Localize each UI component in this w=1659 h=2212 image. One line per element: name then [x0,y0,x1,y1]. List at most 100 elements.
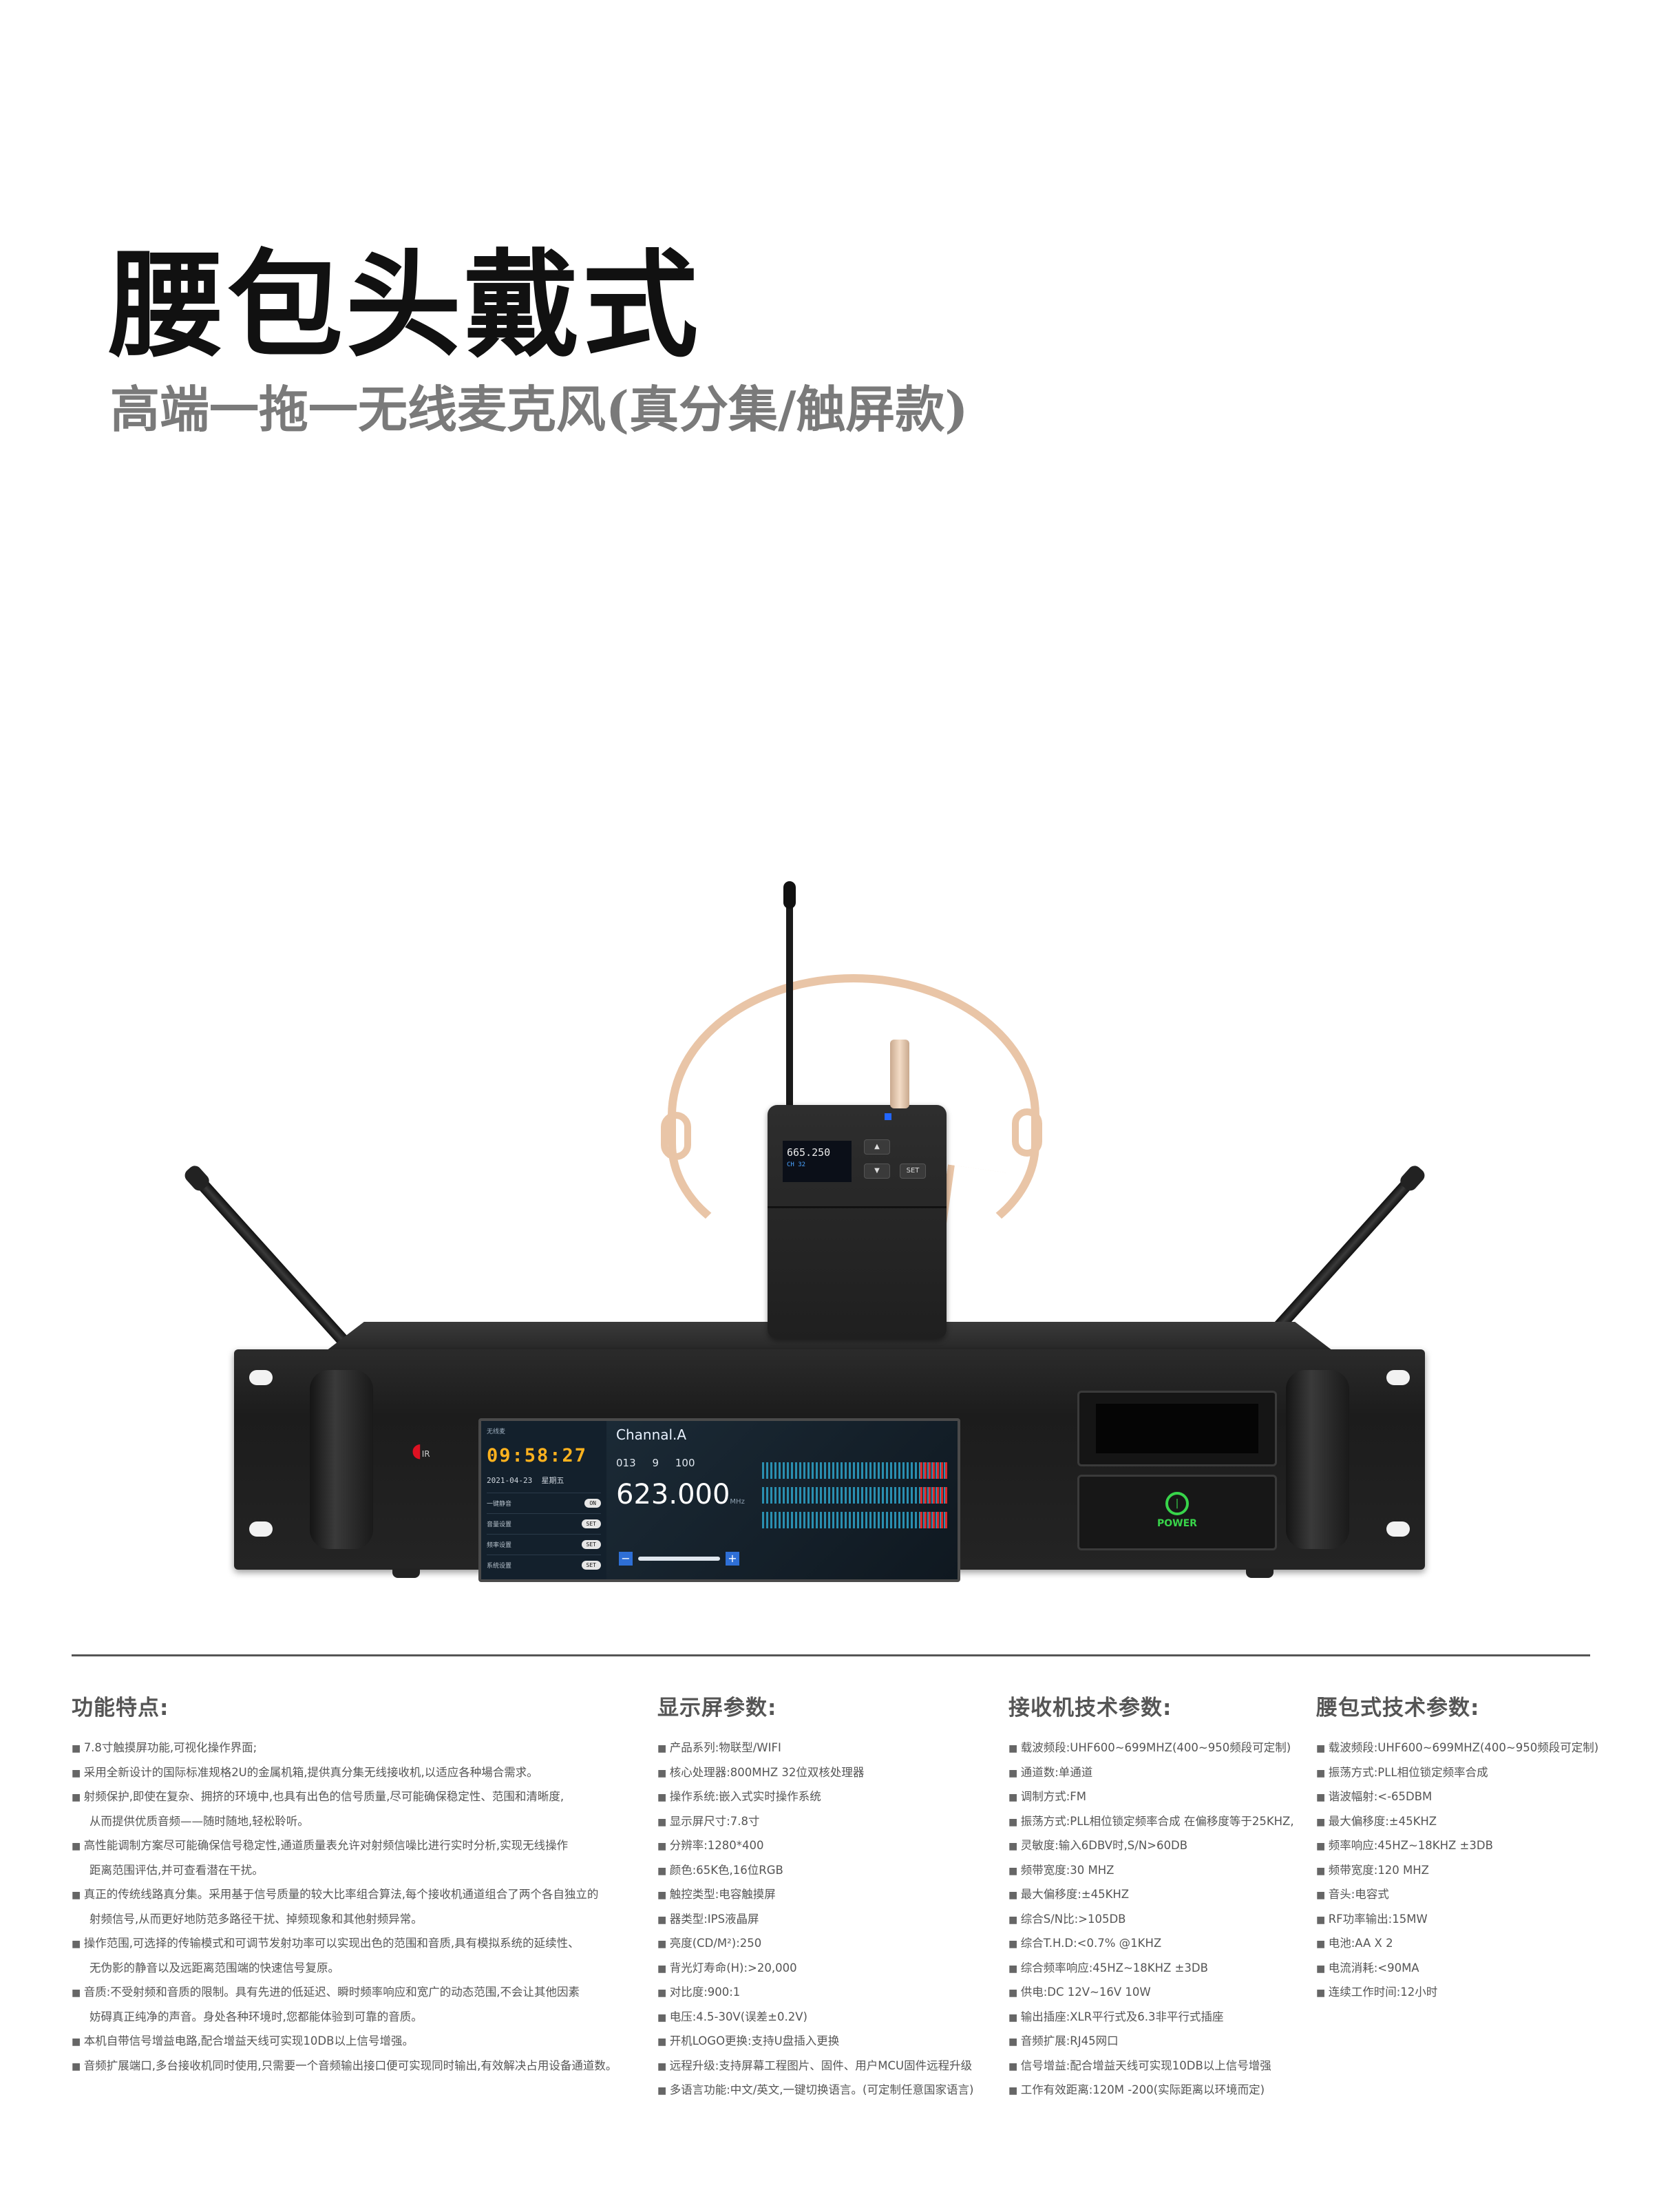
spec-item: 灵敏度:输入6DBV时,S/N>60DB [1008,1834,1294,1859]
bodypack-lcd: 665.250 CH 32 [783,1141,852,1182]
screen-clock: 09:58:27 [487,1445,588,1466]
mount-hole [1386,1370,1410,1385]
spec-item: 输出插座:XLR平行式及6.3非平行式插座 [1008,2005,1294,2030]
spec-item: 音质:不受射频和音质的限制。具有先进的低延迟、瞬时频率响应和宽广的动态范围,不会… [72,1981,617,2005]
set-button[interactable]: SET [900,1163,926,1179]
spec-item: 供电:DC 12V~16V 10W [1008,1981,1294,2005]
mount-hole [1386,1521,1410,1537]
spec-item: 触控类型:电容触摸屏 [657,1883,973,1908]
section-divider [72,1654,1590,1656]
spec-item: 电压:4.5-30V(误差±0.2V) [657,2005,973,2030]
spec-item: 亮度(CD/M²):250 [657,1932,973,1957]
spec-item: RF功率输出:15MW [1316,1908,1598,1932]
right-handle [1286,1370,1349,1549]
spec-item: 产品系列:物联型/WIFI [657,1736,973,1761]
spec-item: 音频扩展端口,多台接收机同时使用,只需要一个音频输出接口便可实现同时输出,有效解… [72,2054,617,2079]
frequency-readout: 623.000MHz [616,1479,745,1510]
spec-item: 振荡方式:PLL相位锁定频率合成 在偏移度等于25KHZ, [1008,1810,1294,1835]
bodypack-specs-section: 腰包式技术参数: 载波频段:UHF600~699MHZ(400~950频段可定制)… [1316,1690,1598,2005]
spec-item: 远程升级:支持屏幕工程图片、固件、用户MCU固件远程升级 [657,2054,973,2079]
spec-item: 妨碍真正纯净的声音。身处各种环境时,您都能体验到可靠的音质。 [89,2010,423,2023]
mic-connector [890,1040,909,1108]
bodypack-specs-list: 载波频段:UHF600~699MHZ(400~950频段可定制)振荡方式:PLL… [1316,1736,1598,2005]
up-button[interactable]: ▲ [864,1139,890,1155]
spec-item: 距离范围评估,并可查看潜在干扰。 [89,1863,264,1877]
spec-item: 开机LOGO更换:支持U盘插入更换 [657,2030,973,2054]
spec-item: 背光灯寿命(H):>20,000 [657,1957,973,1981]
spec-item: 核心处理器:800MHZ 32位双核处理器 [657,1761,973,1786]
spec-item: 连续工作时间:12小时 [1316,1981,1598,2005]
display-specs-section: 显示屏参数: 产品系列:物联型/WIFI核心处理器:800MHZ 32位双核处理器… [657,1690,973,2103]
display-window [1077,1391,1277,1466]
display-specs-heading: 显示屏参数: [657,1696,777,1720]
rack-foot [392,1568,420,1578]
spec-item: 多语言功能:中文/英文,一键切换语言。(可定制任意国家语言) [657,2078,974,2103]
left-antenna [182,1163,362,1361]
spec-item: 频带宽度:30 MHZ [1008,1859,1294,1884]
features-list: 7.8寸触摸屏功能,可视化操作界面;采用全新设计的国际标准规格2U的金属机箱,提… [72,1736,617,2078]
af-meter [762,1512,948,1528]
spec-item: 频率响应:45HZ~18KHZ ±3DB [1316,1834,1598,1859]
features-section: 功能特点: 7.8寸触摸屏功能,可视化操作界面;采用全新设计的国际标准规格2U的金… [72,1690,617,2078]
spec-item: 音头:电容式 [1316,1883,1598,1908]
spec-item: 真正的传统线路真分集。采用基于信号质量的较大比率组合算法,每个接收机通道组合了两… [72,1883,617,1908]
spec-item: 高性能调制方案尽可能确保信号稳定性,通道质量表允许对射频信噪比进行实时分析,实现… [72,1834,617,1859]
power-button[interactable]: | POWER [1077,1475,1277,1550]
spec-item: 对比度:900:1 [657,1981,973,2005]
spec-item: 分辨率:1280*400 [657,1834,973,1859]
wifi-status: 无线麦 [487,1429,506,1435]
power-icon: | [1165,1492,1189,1515]
down-button[interactable]: ▼ [864,1163,890,1179]
left-handle [310,1370,373,1549]
ir-icon: ◖IR [412,1439,430,1462]
spec-item: 射频保护,即使在复杂、拥挤的环境中,也具有出色的信号质量,尽可能确保稳定性、范围… [72,1785,617,1810]
spec-item: 操作范围,可选择的传输模式和可调节发射功率可以实现出色的范围和音质,具有模拟系统… [72,1932,617,1957]
channel-label: Channal.A [616,1426,687,1443]
spec-item: 射频信号,从而更好地防范多路径干扰、掉频现象和其他射频异常。 [89,1912,423,1926]
spec-item: 综合频率响应:45HZ~18KHZ ±3DB [1008,1957,1294,1981]
rack-foot [1246,1568,1274,1578]
spec-item: 器类型:IPS液晶屏 [657,1908,973,1932]
rf-meter [762,1462,948,1479]
receiver-specs-list: 载波频段:UHF600~699MHZ(400~950频段可定制)通道数:单通道调… [1008,1736,1294,2103]
slider-track[interactable] [638,1557,720,1561]
receiver-specs-heading: 接收机技术参数: [1008,1696,1172,1720]
spec-item: 通道数:单通道 [1008,1761,1294,1786]
spec-item: 载波频段:UHF600~699MHZ(400~950频段可定制) [1008,1736,1294,1761]
rf-meter [762,1487,948,1504]
spec-item: 最大偏移度:±45KHZ [1316,1810,1598,1835]
spec-item: 谐波幅射:<-65DBM [1316,1785,1598,1810]
spec-item: 调制方式:FM [1008,1785,1294,1810]
spec-item: 振荡方式:PLL相位锁定频率合成 [1316,1761,1598,1786]
plus-icon[interactable]: + [726,1552,739,1566]
left-earpiece [661,1112,691,1160]
spec-item: 从而提供优质音频——随时随地,轻松聆听。 [89,1814,309,1828]
minus-icon[interactable]: − [619,1552,633,1566]
bodypack-transmitter: 665.250 CH 32 ▲ ▼ SET [768,1040,947,1339]
right-earpiece [1012,1108,1042,1157]
mount-hole [249,1521,273,1537]
spec-item: 7.8寸触摸屏功能,可视化操作界面; [72,1736,617,1761]
bodypack-antenna [783,881,796,1108]
spec-item: 操作系统:嵌入式实时操作系统 [657,1785,973,1810]
bodypack-specs-heading: 腰包式技术参数: [1316,1696,1480,1720]
features-heading: 功能特点: [72,1696,169,1720]
screen-main: Channal.A 013 9 100 623.000MHz − [606,1421,958,1579]
spec-item: 频带宽度:120 MHZ [1316,1859,1598,1884]
page-title: 腰包头戴式 [109,238,701,373]
display-specs-list: 产品系列:物联型/WIFI核心处理器:800MHZ 32位双核处理器操作系统:嵌… [657,1736,974,2103]
spec-item: 颜色:65K色,16位RGB [657,1859,973,1884]
spec-item: 载波频段:UHF600~699MHZ(400~950频段可定制) [1316,1736,1598,1761]
screen-date: 2021-04-23 星期五 [487,1476,564,1485]
spec-item: 音频扩展:RJ45网口 [1008,2030,1294,2054]
page-subtitle: 高端一拖一无线麦克风(真分集/触屏款) [110,380,969,439]
spec-item: 综合S/N比:>105DB [1008,1908,1294,1932]
volume-slider[interactable]: − + [619,1552,739,1566]
